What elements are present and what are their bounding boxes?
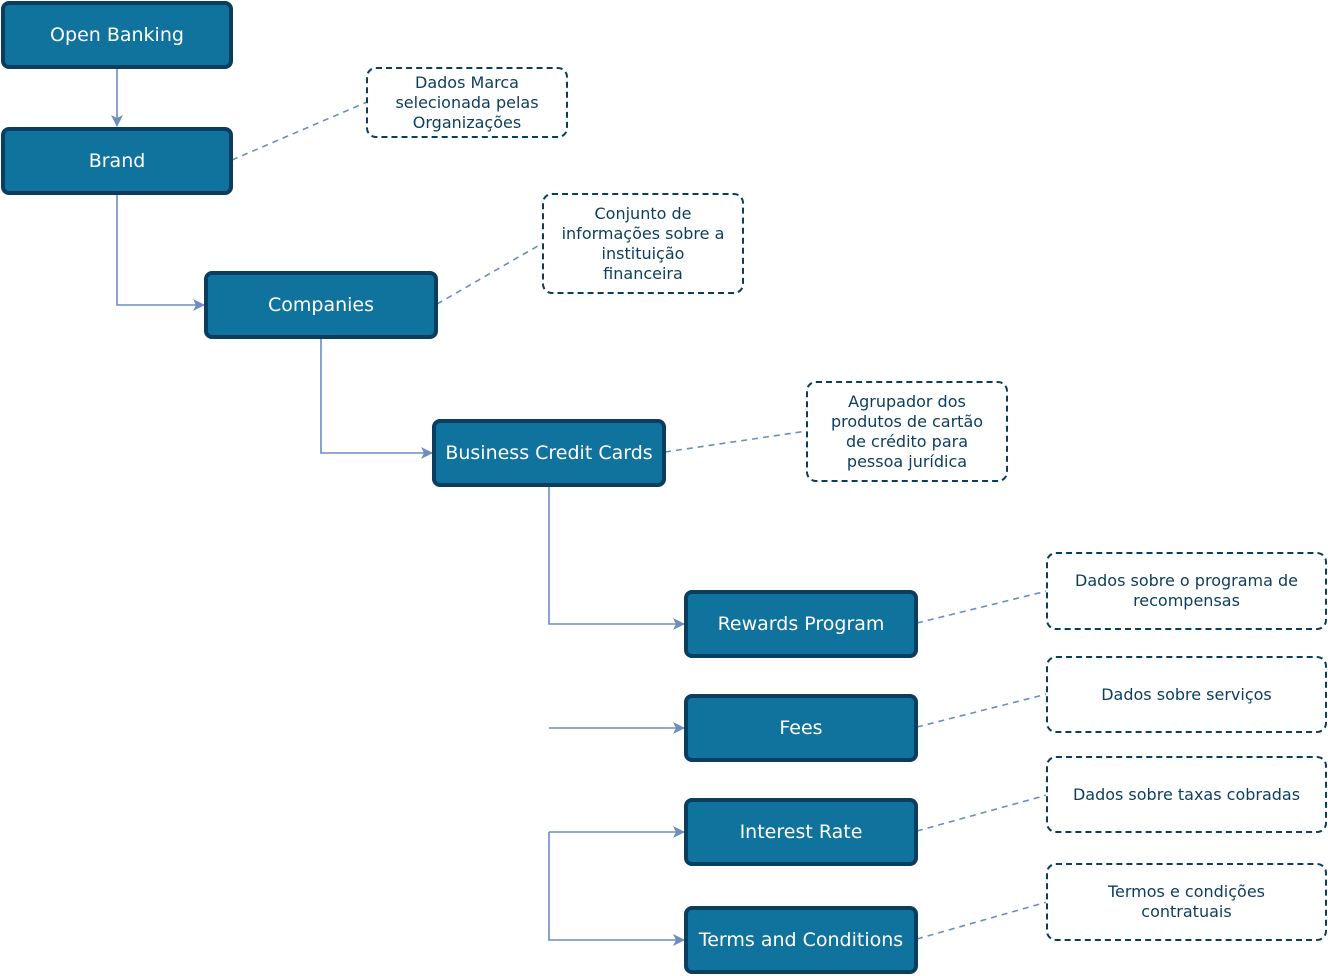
note-companies: Conjunto de informações sobre a institui…: [542, 193, 744, 294]
note-brand: Dados Marca selecionada pelas Organizaçõ…: [366, 67, 568, 138]
node-rewards-program-label: Rewards Program: [717, 612, 885, 635]
node-interest-rate[interactable]: Interest Rate: [684, 798, 918, 866]
note-bcc-line-2: produtos de cartão: [830, 411, 984, 431]
note-rewards-line-1: Dados sobre o programa de: [1075, 571, 1298, 590]
note-terms-line-1: Termos e condições: [1107, 882, 1265, 901]
note-companies-line-3: instituição: [601, 243, 685, 263]
dashed-link-bcc-note: [664, 430, 808, 453]
node-terms-and-conditions[interactable]: Terms and Conditions: [684, 906, 918, 974]
node-terms-and-conditions-label: Terms and Conditions: [698, 928, 904, 951]
arrow-bcc-to-rewards-program: [548, 486, 685, 630]
node-open-banking-label: Open Banking: [50, 23, 184, 46]
node-business-credit-cards[interactable]: Business Credit Cards: [432, 419, 666, 487]
node-brand-label: Brand: [88, 149, 146, 172]
note-fees: Dados sobre serviços: [1046, 656, 1327, 733]
note-companies-line-2: informações sobre a: [561, 223, 725, 243]
node-rewards-program[interactable]: Rewards Program: [684, 590, 918, 658]
note-business-credit-cards: Agrupador dos produtos de cartão de créd…: [806, 381, 1008, 482]
note-brand-line-1: Dados Marca: [415, 72, 519, 92]
node-fees[interactable]: Fees: [684, 694, 918, 762]
dashed-link-brand-note: [231, 101, 368, 161]
note-interest-rate: Dados sobre taxas cobradas: [1046, 756, 1327, 833]
node-open-banking[interactable]: Open Banking: [1, 1, 233, 69]
note-rewards-program: Dados sobre o programa de recompensas: [1046, 552, 1327, 630]
note-fees-line-1: Dados sobre serviços: [1101, 684, 1272, 704]
node-fees-label: Fees: [779, 716, 823, 739]
note-brand-line-3: Organizações: [412, 112, 522, 132]
note-bcc-line-4: pessoa jurídica: [846, 451, 968, 471]
dashed-link-companies-note: [436, 242, 544, 305]
node-interest-rate-label: Interest Rate: [739, 820, 863, 843]
note-bcc-line-3: de crédito para: [845, 431, 969, 451]
note-terms-and-conditions: Termos e condições contratuais: [1046, 863, 1327, 941]
node-brand[interactable]: Brand: [1, 127, 233, 195]
node-business-credit-cards-label: Business Credit Cards: [445, 441, 653, 464]
arrow-bcc-to-terms-and-conditions: [548, 832, 685, 946]
dashed-link-fees-note: [916, 693, 1048, 728]
note-companies-line-1: Conjunto de: [594, 203, 692, 223]
arrow-brand-to-companies: [116, 194, 205, 311]
arrow-companies-to-business-credit-cards: [320, 338, 433, 459]
note-brand-line-2: selecionada pelas: [395, 92, 539, 112]
node-companies[interactable]: Companies: [204, 271, 438, 339]
dashed-link-interest-note: [916, 794, 1048, 832]
dashed-link-rewards-note: [916, 590, 1048, 624]
note-interest-line-1: Dados sobre taxas cobradas: [1072, 784, 1301, 804]
note-rewards-line-2: recompensas: [1133, 591, 1240, 610]
note-terms-line-2: contratuais: [1141, 902, 1232, 921]
note-bcc-line-1: Agrupador dos: [848, 391, 966, 411]
dashed-link-terms-note: [916, 901, 1048, 940]
note-companies-line-4: financeira: [603, 263, 683, 283]
node-companies-label: Companies: [267, 293, 374, 316]
